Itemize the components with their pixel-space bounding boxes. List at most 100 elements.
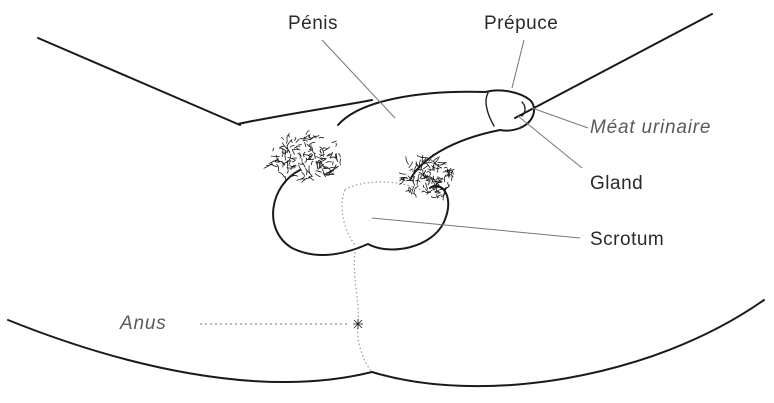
hair-stroke — [273, 148, 274, 151]
hair-stroke — [427, 171, 432, 173]
hair-stroke — [294, 148, 298, 150]
hair-stroke — [330, 157, 336, 158]
hair-stroke — [319, 137, 324, 138]
hair-stroke — [409, 161, 413, 167]
hair-stroke — [410, 169, 413, 170]
hair-stroke — [292, 150, 295, 155]
hair-stroke — [292, 160, 295, 162]
hair-stroke — [285, 152, 286, 161]
hair-stroke — [309, 142, 315, 145]
hair-stroke — [305, 142, 307, 147]
hair-stroke — [298, 153, 302, 157]
left-buttock-line — [8, 320, 372, 382]
hair-stroke — [406, 191, 410, 193]
hair-stroke — [276, 165, 278, 172]
hair-stroke — [286, 139, 287, 143]
hair-stroke — [332, 141, 337, 143]
scrotum-outline — [273, 170, 448, 255]
label-meatus: Méat urinaire — [590, 118, 711, 137]
hair-stroke — [316, 171, 322, 173]
hair-stroke — [399, 173, 406, 174]
hair-stroke — [279, 172, 285, 177]
hair-stroke — [312, 147, 315, 153]
hair-stroke — [309, 166, 310, 173]
hair-stroke — [338, 154, 340, 158]
hair-stroke — [422, 191, 426, 192]
pubic-hair-left — [264, 131, 341, 184]
hair-stroke — [452, 176, 453, 181]
hair-stroke — [434, 158, 439, 164]
hair-stroke — [443, 172, 452, 173]
hair-stroke — [296, 146, 300, 147]
hair-stroke — [406, 156, 409, 164]
hair-stroke — [412, 186, 413, 192]
penis-shaft-lower — [410, 130, 500, 180]
hair-stroke — [322, 169, 325, 177]
hair-stroke — [444, 175, 446, 183]
hair-stroke — [420, 173, 422, 179]
hair-stroke — [429, 172, 430, 175]
leader-glans — [518, 116, 582, 168]
hair-stroke — [410, 190, 412, 195]
hair-stroke — [316, 162, 320, 163]
hair-stroke — [323, 148, 327, 149]
hair-stroke — [305, 158, 307, 163]
hair-stroke — [431, 196, 437, 197]
perineal-raphe — [354, 252, 372, 372]
leader-prepuce — [512, 40, 524, 88]
leader-scrotum — [372, 218, 580, 238]
hair-stroke — [281, 137, 283, 140]
hair-stroke — [320, 155, 324, 156]
penis-shaft-upper — [338, 92, 486, 125]
leader-meatus — [532, 108, 588, 128]
hair-stroke — [311, 161, 313, 165]
hair-stroke — [294, 138, 296, 141]
hair-stroke — [315, 173, 321, 177]
hair-stroke — [309, 153, 312, 154]
hair-stroke — [423, 185, 424, 188]
scrotum-raphe — [342, 190, 355, 245]
hair-stroke — [444, 167, 447, 168]
right-buttock-line — [372, 300, 764, 386]
hair-stroke — [264, 164, 271, 168]
anus-mark — [353, 319, 363, 329]
label-glans: Gland — [590, 174, 643, 193]
hair-stroke — [319, 154, 325, 155]
hair-stroke — [414, 189, 415, 194]
hair-stroke — [424, 162, 432, 164]
label-anus: Anus — [120, 314, 167, 333]
hair-stroke — [336, 143, 337, 147]
hair-stroke — [326, 162, 332, 163]
hair-stroke — [448, 182, 449, 186]
hair-stroke — [297, 177, 305, 181]
hair-stroke — [313, 135, 319, 136]
hair-stroke — [435, 188, 442, 189]
hair-stroke — [306, 131, 310, 135]
hair-stroke — [333, 161, 334, 165]
hair-stroke — [290, 146, 295, 148]
hair-stroke — [292, 175, 298, 176]
label-prepuce: Prépuce — [484, 14, 558, 33]
hair-stroke — [287, 140, 292, 147]
label-penis: Pénis — [288, 14, 338, 33]
hair-stroke — [409, 187, 411, 190]
prepuce-fold — [486, 93, 494, 126]
hair-stroke — [296, 139, 299, 143]
hair-stroke — [287, 167, 288, 173]
hair-stroke — [417, 179, 418, 186]
hair-stroke — [428, 182, 429, 185]
hair-stroke — [314, 153, 315, 158]
hair-stroke — [421, 169, 423, 173]
hair-stroke — [269, 163, 273, 164]
hair-stroke — [282, 149, 283, 157]
hair-stroke — [302, 162, 305, 167]
label-scrotum: Scrotum — [590, 230, 664, 249]
hair-stroke — [303, 140, 307, 141]
left-groin-crease — [238, 100, 372, 124]
hair-stroke — [340, 159, 341, 166]
hair-stroke — [302, 172, 305, 176]
scrotum-inner-curve — [345, 182, 425, 192]
left-thigh-line — [38, 38, 240, 125]
